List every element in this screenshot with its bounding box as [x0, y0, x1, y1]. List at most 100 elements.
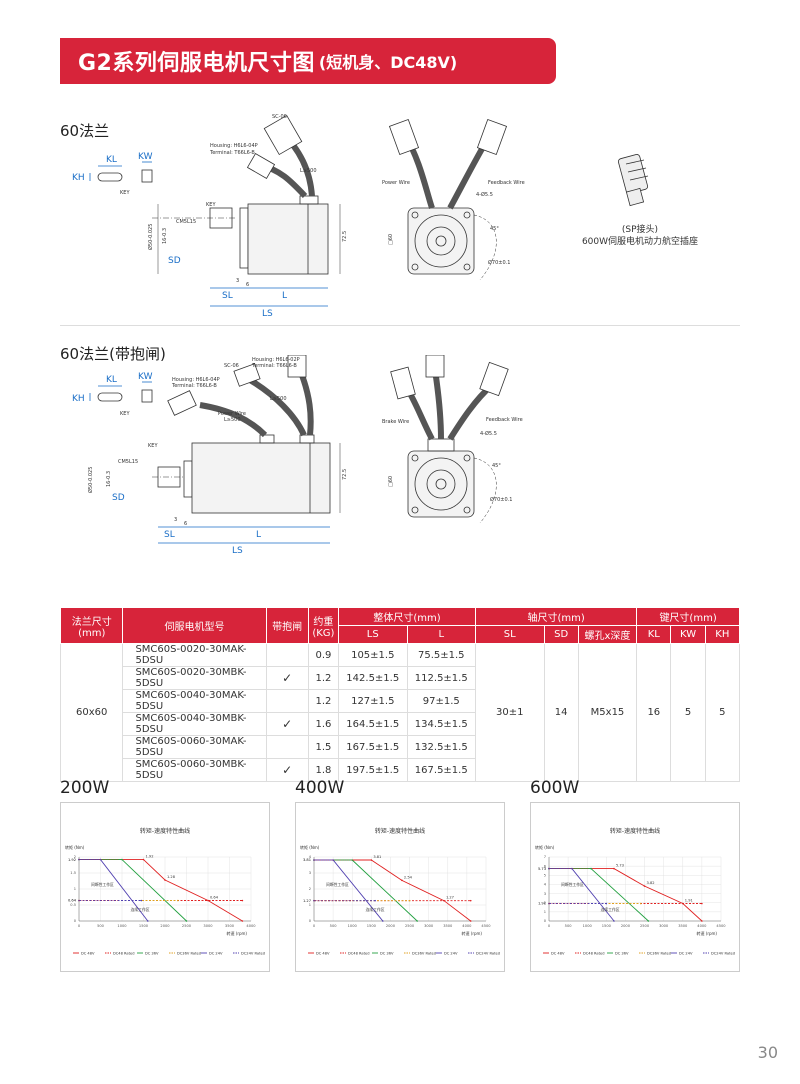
x-tick-label: 0: [313, 924, 316, 928]
dia-50-brake: Ø50-0.025: [87, 467, 94, 493]
ls-label-brake: LS: [232, 546, 243, 555]
x-tick-label: 1000: [583, 924, 593, 928]
angle-label: 45°: [490, 226, 499, 232]
dia-16: 16-0.3: [162, 228, 168, 244]
y-tick-label: 1.5: [70, 871, 76, 875]
cell-model: SMC60S-0060-30MAK-5DSU: [122, 735, 267, 759]
series-point: [590, 867, 592, 870]
sp-caption-2: 600W伺服电机动力航空插座: [581, 237, 699, 247]
legend-label: DC 48V: [81, 951, 95, 955]
dim-60: □60: [388, 234, 394, 245]
legend-label: DC 36V: [145, 951, 159, 955]
th-kl: KL: [636, 625, 672, 644]
series-point: [613, 867, 615, 870]
x-tick-label: 3500: [678, 924, 688, 928]
chart-annotation: 1.92: [146, 855, 154, 859]
series-point: [185, 920, 188, 922]
y-tick-label: 3: [309, 871, 311, 875]
series-point: [605, 902, 608, 905]
terminal2-label: Terminal: T66L6-B: [251, 363, 297, 369]
legend-label: DC24V Rated: [241, 951, 265, 955]
x-tick-label: 1500: [367, 924, 377, 928]
key-label: KEY: [120, 190, 130, 196]
th-sl: SL: [475, 625, 545, 644]
cell-ls: 167.5±1.5: [338, 735, 408, 759]
legend-label: DC 48V: [551, 951, 565, 955]
series-point: [207, 899, 209, 902]
cell-l: 112.5±1.5: [406, 666, 477, 690]
zone-continuous-label: 连续工作区: [366, 907, 385, 912]
th-kw: KW: [670, 625, 706, 644]
y-tick-label: 0: [309, 919, 312, 923]
angle-label-brake: 45°: [492, 463, 501, 469]
power-wire-label: Power Wire: [382, 180, 410, 186]
legend-label: DC36V Rated: [412, 951, 436, 955]
chart-xlabel: 转速 (rpm): [697, 930, 718, 936]
sp-connector-image: [617, 154, 649, 207]
legend-label: DC36V Rated: [647, 951, 671, 955]
x-tick-label: 2500: [182, 924, 192, 928]
sd-label: SD: [168, 256, 181, 266]
x-tick-label: 4000: [462, 924, 472, 928]
series-point: [408, 899, 411, 902]
series-point: [241, 920, 244, 922]
housing2-label: Housing: H6L6-02P: [252, 357, 300, 363]
x-tick-label: 2000: [160, 924, 170, 928]
dim-6-brake: 6: [184, 521, 187, 527]
zone-intermittent-label: 间断性工作区: [326, 882, 349, 887]
pcd-label-brake: Ø70±0.1: [490, 496, 512, 503]
x-tick-label: 1500: [139, 924, 149, 928]
th-ls: LS: [338, 625, 408, 644]
y-tick-label: 0: [544, 919, 547, 923]
housing1-label: Housing: H6L6-04P: [172, 377, 220, 383]
y-tick-label: 1: [309, 903, 311, 907]
legend-label: DC 36V: [615, 951, 629, 955]
x-tick-label: 1000: [117, 924, 127, 928]
x-tick-label: 3000: [659, 924, 669, 928]
key-label-brake-2: KEY: [148, 443, 158, 449]
key-label-2: KEY: [206, 202, 216, 208]
y-tick-label: 2: [309, 887, 311, 891]
key-detail: [89, 161, 153, 183]
chart-title: 转矩-速度特性曲线: [375, 827, 425, 835]
chart-title: 转矩-速度特性曲线: [140, 827, 190, 835]
legend-label: DC 24V: [679, 951, 693, 955]
x-tick-label: 1000: [348, 924, 358, 928]
series-point: [332, 859, 334, 861]
th-screw: 螺孔x深度: [577, 625, 638, 644]
cell-l: 132.5±1.5: [406, 735, 477, 759]
cell-sd: 14: [543, 643, 579, 782]
chart-annotation: 0.64: [210, 896, 219, 900]
x-tick-label: 2000: [621, 924, 631, 928]
series-point: [147, 920, 149, 922]
page-title: G2系列伺服电机尺寸图: [78, 51, 315, 76]
th-brake: 带抱闸: [265, 607, 309, 644]
series-line: [79, 859, 243, 922]
x-tick-label: 4500: [716, 924, 726, 928]
chart-xlabel: 转速 (rpm): [462, 930, 483, 936]
feedback-wire-label: Feedback Wire: [488, 180, 525, 186]
sp-caption-1: (SP接头): [621, 225, 659, 235]
series-point: [643, 885, 646, 887]
kh-label: KH: [72, 173, 85, 183]
legend-label: DC24V Rated: [476, 951, 500, 955]
cell-model: SMC60S-0040-30MBK-5DSU: [122, 712, 267, 736]
sd-label-brake: SD: [112, 493, 125, 503]
th-model: 伺服电机型号: [122, 607, 267, 644]
x-tick-label: 0: [78, 924, 81, 928]
series-point: [401, 879, 403, 882]
chart-ylabel: 转矩 (Nm): [535, 844, 555, 850]
l500a-label: L≥500: [224, 417, 241, 423]
dim-725-brake: 72.5: [342, 469, 348, 480]
y-tick-label: 0.5: [70, 903, 76, 907]
dim-6: 6: [246, 282, 249, 288]
holes-label-brake: 4-Ø5.5: [480, 430, 497, 437]
series-line: [79, 859, 187, 922]
chart-annotation: 1.28: [167, 875, 176, 879]
motor-drawing-standard: KL KW KH KEY SL L LS SD CM5L15 KEY 72.5 …: [72, 114, 525, 319]
power-wire-label-brake: Power Wire: [218, 411, 246, 417]
